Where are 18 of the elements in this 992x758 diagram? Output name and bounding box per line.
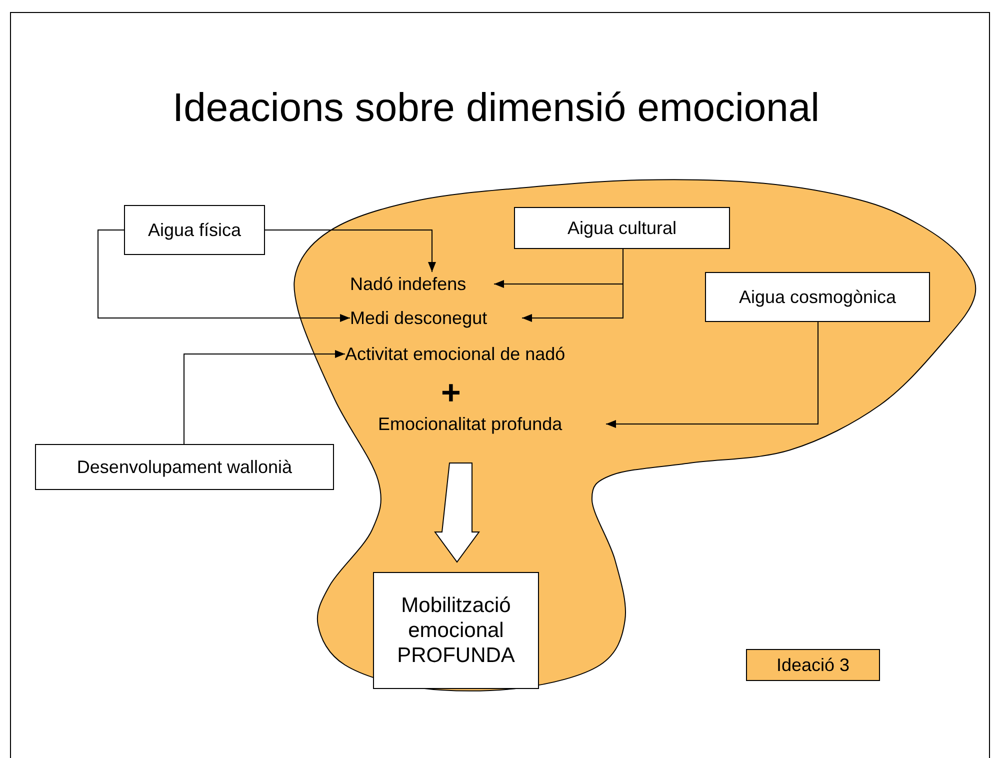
concept-text: Emocionalitat profunda bbox=[378, 412, 606, 436]
concept-box: Aigua física bbox=[124, 205, 265, 255]
arrow bbox=[264, 230, 436, 272]
arrow bbox=[522, 248, 624, 322]
concept-box: Aigua cultural bbox=[514, 207, 730, 249]
concept-text: Activitat emocional de nadó bbox=[345, 342, 620, 366]
plus-sign: + bbox=[441, 376, 461, 410]
title: Ideacions sobre dimensió emocional bbox=[171, 88, 821, 128]
arrow bbox=[98, 230, 350, 322]
concept-box: Aigua cosmogònica bbox=[705, 272, 930, 322]
result-box: Mobilització emocional PROFUNDA bbox=[373, 572, 539, 689]
concept-text: Medi desconegut bbox=[350, 306, 522, 330]
tag-box: Ideació 3 bbox=[746, 649, 880, 681]
arrow bbox=[184, 350, 346, 444]
block-arrow bbox=[434, 462, 480, 563]
arrow bbox=[606, 322, 818, 428]
concept-text: Nadó indefens bbox=[350, 272, 494, 296]
concept-box: Desenvolupament wallonià bbox=[35, 444, 334, 490]
